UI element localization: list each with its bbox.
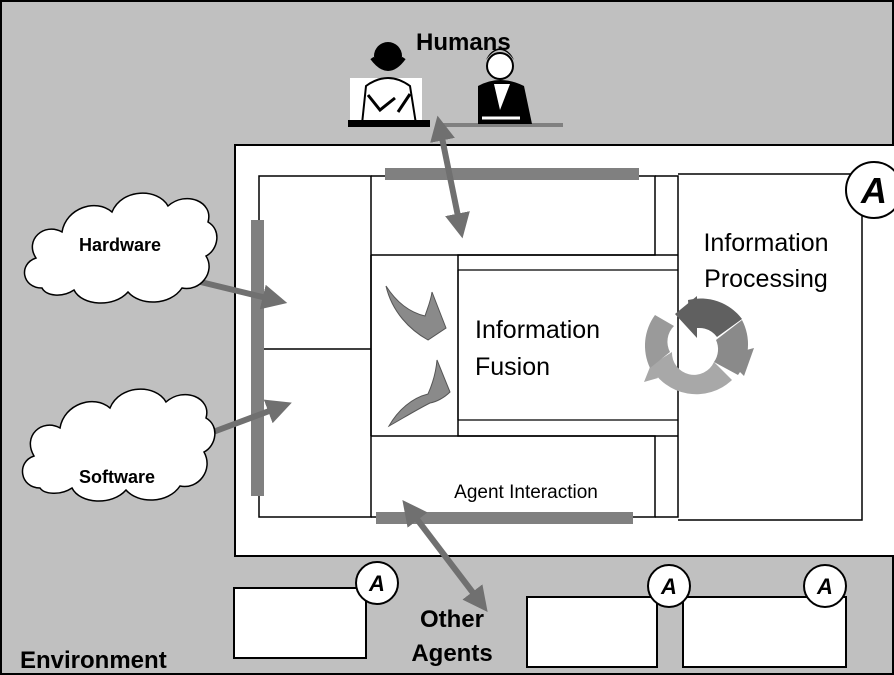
other-agents-label-1: Other xyxy=(420,606,484,633)
fusion-swoosh-icon xyxy=(385,285,451,428)
agent-box-3 xyxy=(682,596,847,668)
agent-badge-2: A xyxy=(647,564,691,608)
processing-cycle-icon xyxy=(644,296,754,395)
other-agents-arrow xyxy=(402,499,488,613)
humans-label: Humans xyxy=(416,29,511,56)
agent-badge-3-label: A xyxy=(816,574,833,599)
agent-badge-2-label: A xyxy=(660,574,677,599)
info-processing-label-2: Processing xyxy=(704,265,828,293)
system-interface-bar xyxy=(251,220,264,496)
agent-badge-main: A xyxy=(845,161,894,219)
info-fusion-label-2: Fusion xyxy=(475,353,550,381)
agent-badge-1-label: A xyxy=(368,571,385,596)
hardware-label: Hardware xyxy=(79,235,161,255)
software-label: Software xyxy=(79,467,155,487)
info-processing-region xyxy=(678,173,863,521)
agent-interaction-label: Agent Interaction xyxy=(454,482,598,503)
agent-box xyxy=(234,144,894,557)
agent-badge-3: A xyxy=(803,564,847,608)
agent-box-2 xyxy=(526,596,658,668)
human-interface-bar xyxy=(385,168,639,180)
other-agents-label-2: Agents xyxy=(411,640,492,667)
hardware-cloud xyxy=(23,192,218,304)
agent-badge-1: A xyxy=(355,561,399,605)
humans-arrow xyxy=(430,115,470,239)
humans-illustration xyxy=(348,42,532,127)
agent-box-1 xyxy=(233,587,367,659)
info-processing-label-1: Information xyxy=(703,229,828,257)
software-cloud xyxy=(21,388,216,502)
info-fusion-label-1: Information xyxy=(475,316,600,344)
environment-label: Environment xyxy=(20,647,167,674)
desk-bar xyxy=(440,123,563,127)
agent-badge-main-label: A xyxy=(860,170,887,211)
